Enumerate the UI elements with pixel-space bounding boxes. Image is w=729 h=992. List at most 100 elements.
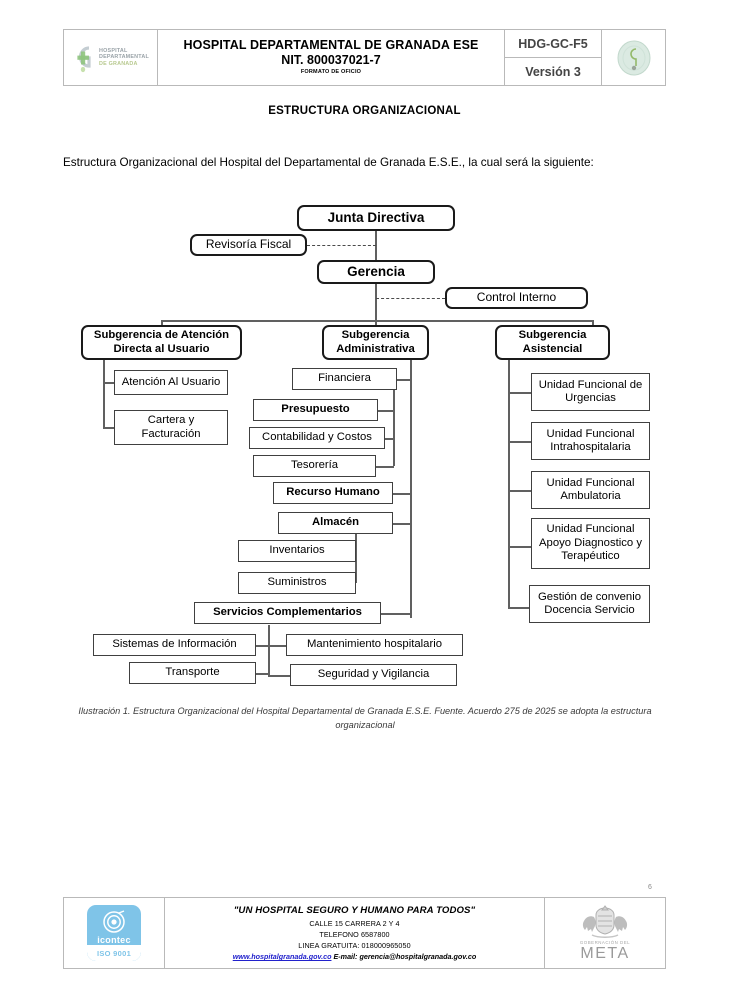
connector-mid-stub-sc xyxy=(381,613,411,615)
document-footer-table: icontec ISO 9001 "UN HOSPITAL SEGURO Y H… xyxy=(63,897,666,969)
header-title-cell: HOSPITAL DEPARTAMENTAL DE GRANADA ESE NI… xyxy=(158,30,505,85)
connector-fin-stub-tes xyxy=(376,466,394,468)
header-title-line2: NIT. 800037021-7 xyxy=(281,53,381,67)
connector-gerencia-down xyxy=(375,284,377,322)
header-seal-cell xyxy=(602,30,665,85)
footer-slogan: "UN HOSPITAL SEGURO Y HUMANO PARA TODOS" xyxy=(233,905,476,916)
hospital-seal-icon xyxy=(617,40,650,75)
icontec-name: icontec xyxy=(97,935,131,945)
node-subgerencia-atencion[interactable]: Subgerencia de Atención Directa al Usuar… xyxy=(81,325,242,360)
connector-left-stub-2 xyxy=(103,427,115,429)
connector-mid-stub-fin xyxy=(397,379,411,381)
node-transporte[interactable]: Transporte xyxy=(129,662,256,684)
connector-fin-stub-con xyxy=(385,438,394,440)
connector-right-stub-4 xyxy=(508,546,532,548)
page-number: 6 xyxy=(648,884,652,891)
connector-right-spine xyxy=(508,360,510,608)
connector-sc-spine xyxy=(268,625,270,675)
node-presupuesto[interactable]: Presupuesto xyxy=(253,399,378,421)
icontec-logo: icontec ISO 9001 xyxy=(87,905,141,961)
connector-subgerencias-bar xyxy=(161,320,593,322)
connector-mid-stub-alm xyxy=(393,523,411,525)
logo-line-1: HOSPITAL xyxy=(99,47,128,54)
footer-free-line: LINEA GRATUITA: 018000965050 xyxy=(298,941,411,950)
node-gerencia[interactable]: Gerencia xyxy=(317,260,435,284)
connector-left-spine xyxy=(103,360,105,427)
page-title: ESTRUCTURA ORGANIZACIONAL xyxy=(268,105,461,117)
header-doc-code: HDG-GC-F5 xyxy=(505,30,601,58)
gobernacion-meta-logo: GOBERNACIÓN DEL META xyxy=(574,904,636,962)
connector-right-stub-5 xyxy=(508,607,532,609)
document-header-table: HOSPITAL DEPARTAMENTAL DE GRANADA HOSPIT… xyxy=(63,29,666,86)
connector-fin-spine xyxy=(393,390,395,466)
node-uf-urgencias[interactable]: Unidad Funcional de Urgencias xyxy=(531,373,650,411)
footer-contact-cell: "UN HOSPITAL SEGURO Y HUMANO PARA TODOS"… xyxy=(165,898,545,968)
header-code-cell: HDG-GC-F5 Versión 3 xyxy=(505,30,602,85)
figure-caption: Ilustración 1. Estructura Organizacional… xyxy=(78,706,652,730)
hospital-logo-icon: HOSPITAL DEPARTAMENTAL DE GRANADA xyxy=(72,43,149,73)
connector-alm-spine xyxy=(355,534,357,583)
connector-sc-stub-seg xyxy=(268,675,290,677)
connector-bar-mid xyxy=(375,320,377,330)
connector-right-stub-3 xyxy=(508,490,532,492)
node-revisoria-fiscal[interactable]: Revisoría Fiscal xyxy=(190,234,307,256)
node-uf-apoyo-diagnostico[interactable]: Unidad Funcional Apoyo Diagnostico y Ter… xyxy=(531,518,650,569)
connector-sc-stub-sis xyxy=(256,645,269,647)
hospital-logo-glyph xyxy=(77,45,91,72)
node-suministros[interactable]: Suministros xyxy=(238,572,356,594)
header-title-line3: FORMATO DE OFICIO xyxy=(300,69,362,75)
node-cartera-facturacion[interactable]: Cartera y Facturación xyxy=(114,410,228,445)
footer-address: CALLE 15 CARRERA 2 Y 4 xyxy=(309,919,400,928)
connector-bar-right xyxy=(592,320,594,330)
node-uf-intrahospitalaria[interactable]: Unidad Funcional Intrahospitalaria xyxy=(531,422,650,460)
connector-alm-stub-sum xyxy=(340,583,356,585)
node-sistemas-informacion[interactable]: Sistemas de Información xyxy=(93,634,256,656)
footer-email: E-mail: gerencia@hospitalgranada.gov.co xyxy=(333,952,477,961)
hospital-logo-text: HOSPITAL DEPARTAMENTAL DE GRANADA xyxy=(99,48,149,67)
logo-line-3: DE GRANADA xyxy=(99,60,138,67)
node-servicios-complementarios[interactable]: Servicios Complementarios xyxy=(194,602,381,624)
node-tesoreria[interactable]: Tesorería xyxy=(253,455,376,477)
logo-line-2: DEPARTAMENTAL xyxy=(99,54,149,61)
intro-paragraph: Estructura Organizacional del Hospital d… xyxy=(63,156,594,169)
node-atencion-usuario[interactable]: Atención Al Usuario xyxy=(114,370,228,395)
header-title-line1: HOSPITAL DEPARTAMENTAL DE GRANADA ESE xyxy=(183,38,479,52)
header-logo-cell: HOSPITAL DEPARTAMENTAL DE GRANADA xyxy=(64,30,158,85)
footer-meta-cell: GOBERNACIÓN DEL META xyxy=(545,898,665,968)
node-subgerencia-asistencial[interactable]: Subgerencia Asistencial xyxy=(495,325,610,360)
node-financiera[interactable]: Financiera xyxy=(292,368,397,390)
connector-sc-stub-tra xyxy=(251,673,269,675)
node-seguridad-vigilancia[interactable]: Seguridad y Vigilancia xyxy=(290,664,457,686)
footer-website-link[interactable]: www.hospitalgranada.gov.co xyxy=(232,952,332,961)
node-contabilidad-costos[interactable]: Contabilidad y Costos xyxy=(249,427,385,449)
node-uf-ambulatoria[interactable]: Unidad Funcional Ambulatoria xyxy=(531,471,650,509)
connector-right-stub-1 xyxy=(508,392,532,394)
node-gestion-convenio[interactable]: Gestión de convenio Docencia Servicio xyxy=(529,585,650,623)
footer-phone: TELEFONO 6587800 xyxy=(319,930,390,939)
connector-sc-stub-man xyxy=(268,645,286,647)
connector-left-stub-1 xyxy=(103,382,115,384)
footer-icontec-cell: icontec ISO 9001 xyxy=(64,898,165,968)
node-subgerencia-administrativa[interactable]: Subgerencia Administrativa xyxy=(322,325,429,360)
footer-web-email: www.hospitalgranada.gov.co E-mail: geren… xyxy=(233,951,477,962)
node-almacen[interactable]: Almacén xyxy=(278,512,393,534)
node-junta-directiva[interactable]: Junta Directiva xyxy=(297,205,455,231)
icontec-target-icon xyxy=(103,910,125,933)
meta-sub-label: GOBERNACIÓN DEL xyxy=(579,939,631,945)
connector-junta-gerencia xyxy=(375,231,377,261)
header-doc-version: Versión 3 xyxy=(525,64,581,79)
connector-mid-stub-rh xyxy=(393,493,411,495)
connector-revisoria-dashed xyxy=(307,245,376,246)
connector-alm-stub-inv xyxy=(340,551,356,553)
connector-right-stub-2 xyxy=(508,441,532,443)
connector-mid-spine xyxy=(410,360,412,618)
node-recurso-humano[interactable]: Recurso Humano xyxy=(273,482,393,504)
meta-name-label: META xyxy=(580,944,630,962)
connector-bar-left xyxy=(161,320,163,330)
node-inventarios[interactable]: Inventarios xyxy=(238,540,356,562)
node-control-interno[interactable]: Control Interno xyxy=(445,287,588,309)
connector-control-dashed xyxy=(376,298,445,299)
node-mantenimiento-hospitalario[interactable]: Mantenimiento hospitalario xyxy=(286,634,463,656)
